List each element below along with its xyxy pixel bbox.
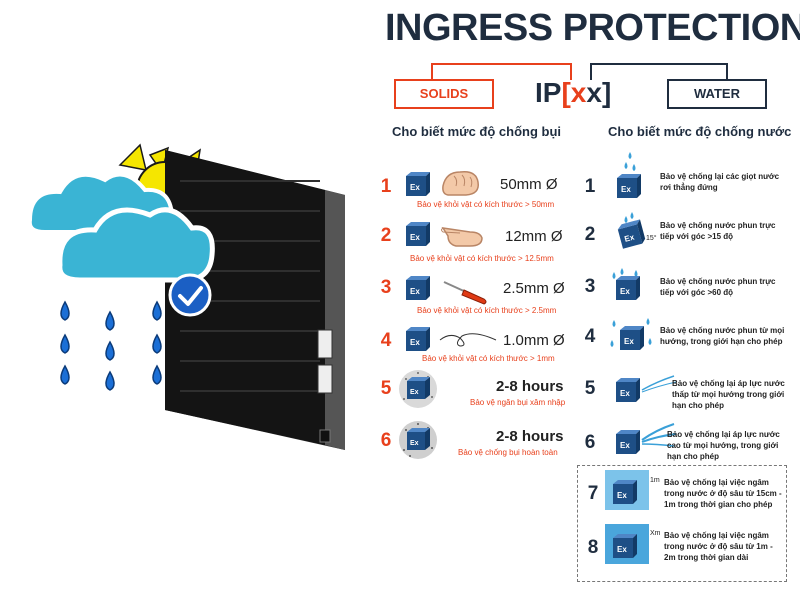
solids-tag: SOLIDS bbox=[394, 79, 494, 109]
water-num-2: 2 bbox=[584, 224, 596, 245]
water-desc-7: Bảo vệ chống lại việc ngâm trong nước ở … bbox=[664, 478, 782, 509]
cube-icon: Ex bbox=[405, 276, 431, 307]
solid-desc-3: Bảo vệ khỏi vật có kích thước > 2.5mm bbox=[417, 306, 557, 315]
svg-text:Ex: Ex bbox=[410, 389, 419, 396]
ip-open-bracket: [ bbox=[561, 77, 571, 108]
solid-size-5: 2-8 hours bbox=[496, 378, 564, 395]
ip-connector-lines bbox=[431, 63, 728, 80]
solid-size-6: 2-8 hours bbox=[496, 428, 564, 445]
ip-close-bracket: ] bbox=[601, 77, 612, 108]
ip-second-digit: x bbox=[586, 77, 602, 108]
svg-text:Ex: Ex bbox=[410, 233, 420, 242]
dust-cube-icon: Ex bbox=[398, 420, 438, 465]
water-num-4: 4 bbox=[584, 326, 596, 347]
solid-size-2: 12mm Ø bbox=[505, 228, 563, 245]
water-desc-1: Bảo vệ chống lại các giọt nước rơi thẳng… bbox=[660, 172, 780, 192]
solid-size-4: 1.0mm Ø bbox=[503, 332, 565, 349]
solid-size-3: 2.5mm Ø bbox=[503, 280, 565, 297]
solid-num-4: 4 bbox=[380, 330, 392, 351]
led-panel-illustration bbox=[27, 143, 345, 450]
svg-text:Ex: Ex bbox=[620, 389, 630, 398]
ip-code: IP[xx] bbox=[535, 76, 611, 110]
dust-cube-icon: Ex bbox=[398, 369, 438, 414]
svg-text:Ex: Ex bbox=[621, 185, 631, 194]
solid-num-2: 2 bbox=[380, 225, 392, 246]
cube-drip-icon: Ex bbox=[614, 150, 646, 207]
cube-icon: Ex bbox=[405, 222, 431, 253]
wire-icon bbox=[439, 333, 497, 347]
svg-text:Ex: Ex bbox=[410, 183, 420, 192]
immersion-box bbox=[577, 465, 787, 582]
solid-desc-6: Bảo vệ chống bụi hoàn toàn bbox=[458, 448, 558, 457]
solid-num-1: 1 bbox=[380, 176, 392, 197]
water-desc-6: Bảo vệ chống lại áp lực nước cao từ mọi … bbox=[667, 430, 780, 461]
cube-spray-icon: Ex bbox=[610, 266, 646, 307]
screwdriver-icon bbox=[443, 281, 487, 305]
water-num-8: 8 bbox=[587, 537, 599, 558]
cube-jet-high-icon: Ex bbox=[608, 418, 678, 465]
solid-size-1: 50mm Ø bbox=[500, 176, 558, 193]
svg-text:Ex: Ex bbox=[623, 232, 635, 243]
water-tag: WATER bbox=[667, 79, 767, 109]
solid-desc-2: Bảo vệ khỏi vật có kích thước > 12.5mm bbox=[410, 254, 554, 263]
solid-num-3: 3 bbox=[380, 277, 392, 298]
check-badge-icon bbox=[168, 273, 212, 317]
cube-deep-submerged-icon: Ex bbox=[605, 524, 649, 569]
cloud-icon bbox=[27, 172, 215, 283]
ip-prefix: IP bbox=[535, 77, 562, 108]
cube-icon: Ex bbox=[405, 327, 431, 358]
svg-text:Ex: Ex bbox=[620, 287, 630, 296]
svg-text:Ex: Ex bbox=[624, 337, 634, 346]
water-desc-4: Bảo vệ chống nước phun từ mọi hướng, tro… bbox=[660, 326, 785, 346]
water-num-5: 5 bbox=[584, 378, 596, 399]
solid-num-6: 6 bbox=[380, 430, 392, 451]
cube-angle-icon: Ex bbox=[612, 210, 652, 255]
finger-point-icon bbox=[441, 227, 483, 247]
water-num-7: 7 bbox=[587, 483, 599, 504]
hand-fist-icon bbox=[442, 170, 479, 196]
water-num-1: 1 bbox=[584, 176, 596, 197]
raindrop-icons bbox=[60, 300, 162, 391]
depth-xm-label: Xm bbox=[650, 530, 661, 537]
solid-desc-4: Bảo vệ khỏi vật có kích thước > 1mm bbox=[422, 354, 555, 363]
water-desc-3: Bảo vệ chống nước phun trực tiếp với góc… bbox=[660, 277, 776, 297]
water-desc-8: Bảo vệ chống lại việc ngâm trong nước ở … bbox=[664, 531, 773, 562]
water-desc-2: Bảo vệ chống nước phun trực tiếp với góc… bbox=[660, 221, 776, 241]
cube-submerged-icon: Ex bbox=[605, 470, 649, 515]
svg-text:Ex: Ex bbox=[617, 545, 627, 554]
water-desc-5: Bảo vệ chống lại áp lực nước thấp từ mọi… bbox=[672, 379, 785, 410]
cube-jet-low-icon: Ex bbox=[608, 368, 678, 413]
solid-num-5: 5 bbox=[380, 378, 392, 399]
depth-1m-label: 1m bbox=[650, 477, 660, 484]
water-num-6: 6 bbox=[584, 432, 596, 453]
svg-text:Ex: Ex bbox=[410, 338, 420, 347]
solid-desc-1: Bảo vệ khỏi vật có kích thước > 50mm bbox=[417, 200, 555, 209]
solid-desc-5: Bảo vệ ngăn bụi xâm nhập bbox=[470, 398, 566, 407]
svg-text:Ex: Ex bbox=[617, 491, 627, 500]
solids-heading: Cho biết mức độ chống bụi bbox=[392, 124, 562, 139]
ip-first-digit: x bbox=[570, 77, 587, 108]
cube-icon: Ex bbox=[405, 172, 431, 203]
water-num-3: 3 bbox=[584, 276, 596, 297]
water-heading: Cho biết mức độ chống nước bbox=[608, 124, 792, 139]
svg-text:Ex: Ex bbox=[410, 287, 420, 296]
cube-spray-all-icon: Ex bbox=[608, 316, 656, 361]
angle-15-label: 15° bbox=[646, 235, 657, 242]
page-title: INGRESS PROTECTION bbox=[385, 7, 800, 49]
svg-text:Ex: Ex bbox=[410, 440, 419, 447]
svg-text:Ex: Ex bbox=[620, 441, 630, 450]
